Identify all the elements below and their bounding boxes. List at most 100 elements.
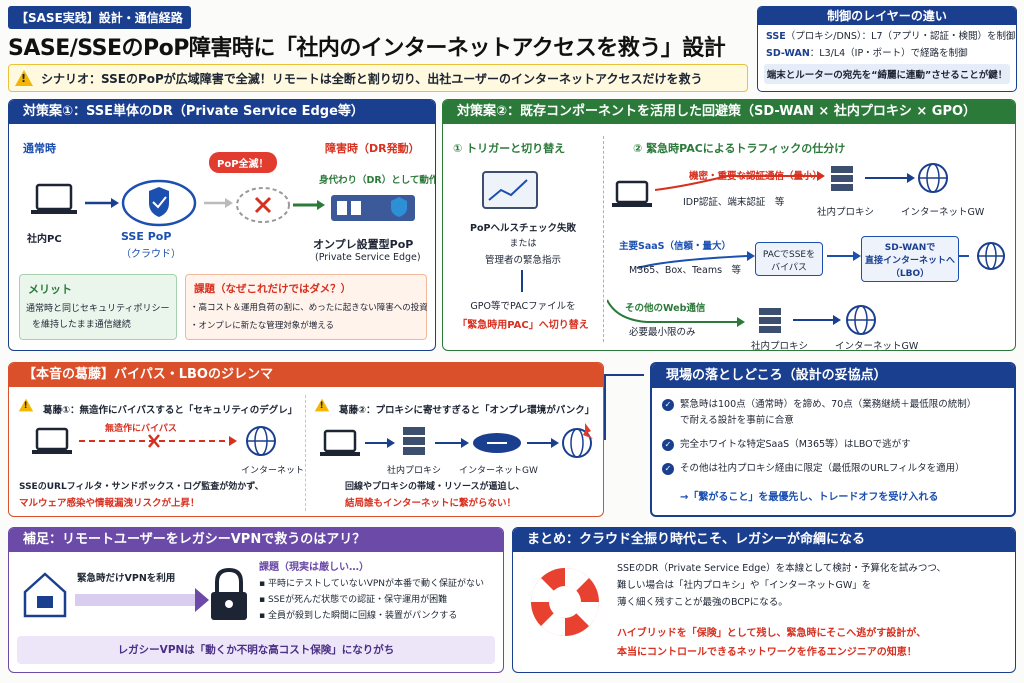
compromise-2: ✓完全ホワイトな特定SaaS（M365等）はLBOで逃がす (662, 436, 911, 451)
check-icon: ✓ (662, 399, 674, 411)
bypass-diagram (32, 426, 276, 456)
burning-globe-icon (562, 423, 593, 458)
compromise-1b: で耐える設計を事前に合意 (680, 415, 794, 426)
summary-emphasis-2: 本当にコントロールできるネットワークを作るエンジニアの知恵！ (617, 647, 917, 658)
page-title: SASE/SSEのPoP障害時に「社内のインターネットアクセスを救う」設計 (8, 36, 726, 61)
lifebuoy-icon (531, 568, 599, 636)
step2-title: ② 緊急時PACによるトラフィックの仕分け (633, 142, 846, 155)
vpn-issue-1: ▪ 平時にテストしていないVPNが本番で動く保証がない (259, 579, 485, 589)
gpo-text: GPO等でPACファイルを (470, 301, 576, 312)
onprem-sub: (Private Service Edge) (315, 252, 421, 263)
server-icon (831, 166, 853, 191)
vpn-label: 緊急時だけVPNを利用 (77, 573, 176, 584)
panel-summary: まとめ：クラウド全振り時代こそ、レガシーが命綱になる SSEのDR（Privat… (512, 527, 1016, 673)
dilemma-2-title: 葛藤②：プロキシに寄せすぎると「オンプレ環境がパンク」 (313, 397, 594, 416)
trigger-3: 管理者の緊急指示 (484, 255, 561, 266)
check-icon: ✓ (662, 439, 674, 451)
step1-title: ① トリガーと切り替え (453, 142, 566, 155)
pop-down-badge: PoP全滅！ (209, 152, 277, 173)
home-icon (23, 572, 67, 618)
merit-line-2: を維持したまま通信継続 (32, 320, 131, 330)
check-icon: ✓ (662, 463, 674, 475)
issue-box: 課題（なぜこれだけではダメ？） ・高コスト＆運用負荷の割に、めったに起きない障害… (185, 274, 428, 340)
gw-label-3: インターネットGW (459, 466, 538, 476)
server-icon (759, 308, 781, 333)
divider (603, 136, 604, 342)
route2-label: 主要SaaS（信頼・量大） (619, 241, 732, 252)
sse-sub: （クラウド） (121, 249, 181, 260)
dilemma-1-title: 葛藤①：無造作にバイパスすると「セキュリティのデグレ」 (17, 397, 297, 416)
compromise-3: ✓その他は社内プロキシ経由に限定（最低限のURLフィルタを適用） (662, 460, 965, 475)
section-tag: 【SASE実践】設計・通信経路 (8, 6, 191, 29)
panel-dilemma-title: 【本音の葛藤】バイパス・LBOのジレンマ (9, 363, 603, 387)
pc-icon (32, 427, 72, 454)
proxy-label-1: 社内プロキシ (817, 207, 875, 218)
summary-line-1: SSEのDR（Private Service Edge）を本線として検討・予算化… (617, 563, 946, 574)
chart-monitor-icon (482, 171, 538, 209)
gw-label-1: インターネットGW (901, 207, 985, 218)
control-row-sse: SSE（プロキシ/DNS）：L7（アプリ・認証・検閲）を制御 (766, 31, 1016, 42)
dilemma-2-risk: 結局誰もインターネットに繋がらない！ (345, 498, 517, 509)
dilemma-2-text: 回線やプロキシの帯域・リソースが逼迫し、 (345, 482, 525, 492)
route1-label: 機密・重要な認証通信（量小） (689, 171, 823, 182)
panel-summary-title: まとめ：クラウド全振り時代こそ、レガシーが命綱になる (513, 528, 1015, 552)
panel-dr-title: 対策案①：SSE単体のDR（Private Service Edge等） (9, 100, 435, 124)
sdwan-lbo-box: SD-WANで直接インターネットへ（LBO） (861, 236, 959, 282)
proxy-label-2: 社内プロキシ (751, 341, 809, 351)
globe-icon (846, 305, 876, 335)
vpn-issue-2: ▪ SSEが死んだ状態での認証・保守運用が困難 (259, 595, 448, 605)
panel-dr: 対策案①：SSE単体のDR（Private Service Edge等） 通常時… (8, 99, 436, 351)
vpn-issue-heading: 課題（現実は厳しい…） (259, 562, 369, 573)
route2-sub: M365、Box、Teams 等 (629, 265, 742, 276)
summary-line-3: 薄く細く残すことが最強のBCPになる。 (617, 597, 788, 608)
lock-icon (211, 567, 247, 620)
warning-icon (15, 70, 33, 86)
internet-label: インターネット (241, 466, 305, 476)
panel-vpn-title: 補足：リモートユーザーをレガシーVPNで救うのはアリ？ (9, 528, 503, 552)
pc-icon (31, 183, 77, 214)
merit-line-1: 通常時と同じセキュリティポリシー (26, 304, 170, 314)
summary-line-2: 難しい場合は「社内プロキシ」や「インターネットGW」を (617, 580, 872, 591)
panel-dilemma: 【本音の葛藤】バイパス・LBOのジレンマ 葛藤①：無造作にバイパスすると「セキュ… (8, 362, 604, 517)
trigger-arrow (521, 270, 523, 292)
issue-line-1: ・高コスト＆運用負荷の割に、めったに起きない障害への投資 (190, 303, 428, 313)
pc-icon (320, 429, 360, 456)
panel-workaround-title: 対策案②：既存コンポーネントを活用した回避策（SD-WAN × 社内プロキシ ×… (443, 100, 1015, 124)
connector-arrow (604, 374, 606, 440)
merit-heading: メリット (28, 283, 72, 296)
broken-cloud-icon (236, 187, 290, 223)
globe-icon (977, 242, 1005, 270)
issue-heading: 課題（なぜこれだけではダメ？） (194, 283, 352, 295)
route1-sub: IDP認証、端末認証 等 (683, 197, 785, 208)
panel-vpn: 補足：リモートユーザーをレガシーVPNで救うのはアリ？ 緊急時だけVPNを利用 … (8, 527, 504, 673)
onprem-label: オンプレ設置型PoP (313, 238, 414, 251)
panel-compromise-title: 現場の落としどころ（設計の妥協点） (652, 364, 1014, 388)
divider (305, 395, 306, 511)
control-note: 端末とルーターの宛先を“綺麗に連動”させることが鍵！ (764, 64, 1010, 84)
merit-box: メリット 通常時と同じセキュリティポリシー を維持したまま通信継続 (19, 274, 177, 340)
scenario-banner: シナリオ：SSEのPoPが広域障害で全滅！リモートは全断と割り切り、出社ユーザー… (8, 64, 748, 92)
route3-label: その他のWeb通信 (625, 303, 706, 314)
gpo-text-2: 「緊急時用PAC」へ切り替え (457, 320, 589, 331)
router-icon (473, 433, 521, 453)
cloud-shield-icon (121, 179, 197, 227)
globe-icon (246, 426, 276, 456)
pac-bypass-box: PACでSSEをバイパス (755, 242, 823, 276)
dr-diagram (31, 179, 415, 227)
panel-compromise: 現場の落としどころ（設計の妥協点） ✓緊急時は100点（通常時）を諦め、70点（… (650, 362, 1016, 517)
pc-label: 社内PC (27, 234, 62, 245)
control-title: 制御のレイヤーの違い (758, 7, 1016, 25)
dilemma-1-text: SSEのURLフィルタ・サンドボックス・ログ監査が効かず、 (19, 482, 264, 492)
bypass-label: 無造作にバイパス (105, 424, 177, 434)
scenario-text: シナリオ：SSEのPoPが広域障害で全滅！リモートは全断と割り切り、出社ユーザー… (41, 71, 703, 86)
dilemma-1-risk: マルウェア感染や情報漏洩リスクが上昇！ (19, 498, 200, 509)
sse-label: SSE PoP (121, 230, 172, 243)
label-normal: 通常時 (23, 142, 56, 155)
pac-routing-diagram (607, 163, 1005, 335)
control-row-sdwan: SD-WAN：L3/L4（IP・ポート）で経路を制御 (766, 48, 968, 59)
panel-workaround: 対策案②：既存コンポーネントを活用した回避策（SD-WAN × 社内プロキシ ×… (442, 99, 1016, 351)
control-layer-box: 制御のレイヤーの違い SSE（プロキシ/DNS）：L7（アプリ・認証・検閲）を制… (757, 6, 1017, 92)
issue-line-2: ・オンプレに新たな管理対象が増える (190, 321, 335, 331)
vpn-issue-3: ▪ 全員が殺到した瞬間に回線・装置がパンクする (259, 611, 458, 621)
pc-icon (612, 180, 652, 207)
